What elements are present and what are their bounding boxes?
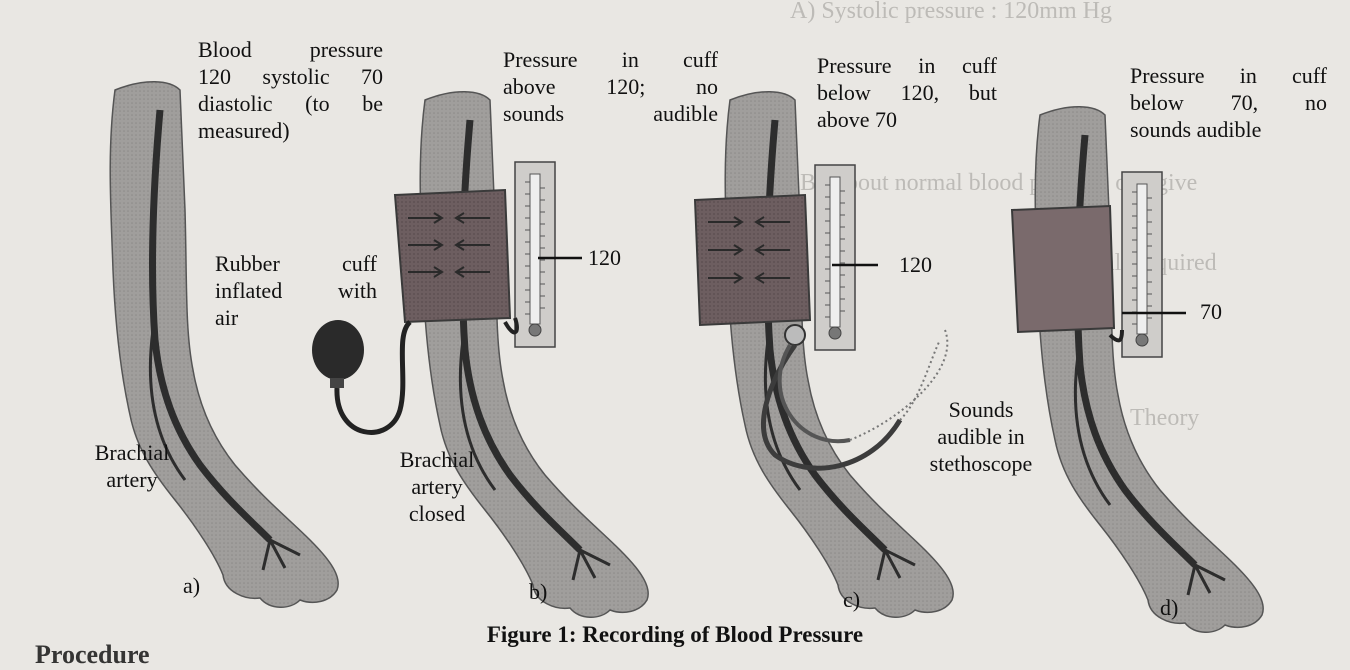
panel-c-title-line: above 70 bbox=[817, 106, 997, 133]
panel-a-letter: a) bbox=[183, 572, 200, 599]
panel-b-title-line: sounds audible bbox=[503, 100, 718, 127]
figure-caption: Figure 1: Recording of Blood Pressure bbox=[0, 622, 1350, 648]
panel-c-gauge-value: 120 bbox=[899, 251, 932, 278]
panel-c-sound-line: stethoscope bbox=[925, 450, 1037, 477]
panel-b-artery-label: Brachial artery closed bbox=[387, 446, 487, 527]
panel-d-letter: d) bbox=[1160, 594, 1178, 621]
panel-d-title-line: Pressure in cuff bbox=[1130, 62, 1327, 89]
sphygmomanometer-gauge-c bbox=[815, 165, 878, 350]
panel-c-title-line: Pressure in cuff bbox=[817, 52, 997, 79]
arm-a bbox=[110, 82, 338, 608]
panel-a-artery-label: Brachial artery bbox=[83, 439, 181, 493]
panel-b-artery-line: closed bbox=[387, 500, 487, 527]
sphygmomanometer-gauge-d bbox=[1110, 172, 1186, 357]
panel-c-title-line: below 120, but bbox=[817, 79, 997, 106]
cuff-d bbox=[1012, 206, 1114, 332]
panel-d-title: Pressure in cuff below 70, no sounds aud… bbox=[1130, 62, 1327, 143]
panel-a-artery-line: artery bbox=[83, 466, 181, 493]
panel-a-title-line: measured) bbox=[198, 117, 383, 144]
panel-c-title: Pressure in cuff below 120, but above 70 bbox=[817, 52, 997, 133]
panel-c-letter: c) bbox=[843, 586, 860, 613]
panel-a-title-line: 120 systolic 70 bbox=[198, 63, 383, 90]
cuff-b bbox=[395, 190, 510, 322]
panel-b-gauge-value: 120 bbox=[588, 244, 621, 271]
panel-a-title-line: Blood pressure bbox=[198, 36, 383, 63]
inflation-bulb bbox=[312, 320, 410, 432]
panel-b-artery-line: Brachial bbox=[387, 446, 487, 473]
panel-d-gauge-value: 70 bbox=[1200, 298, 1222, 325]
panel-c-sound-line: audible in bbox=[925, 423, 1037, 450]
panel-b-letter: b) bbox=[529, 578, 547, 605]
sphygmomanometer-gauge-b bbox=[505, 162, 582, 347]
panel-b-cuff-line: Rubber cuff bbox=[215, 250, 377, 277]
panel-a-title: Blood pressure 120 systolic 70 diastolic… bbox=[198, 36, 383, 144]
panel-d-title-line: below 70, no bbox=[1130, 89, 1327, 116]
panel-b-cuff-line: air bbox=[215, 304, 377, 331]
panel-b-cuff-line: inflated with bbox=[215, 277, 377, 304]
panel-c-sound-label: Sounds audible in stethoscope bbox=[925, 396, 1037, 477]
cuff-c bbox=[695, 195, 810, 325]
panel-c-sound-line: Sounds bbox=[925, 396, 1037, 423]
panel-a-artery-line: Brachial bbox=[83, 439, 181, 466]
panel-a-title-line: diastolic (to be bbox=[198, 90, 383, 117]
panel-b-title-line: above 120; no bbox=[503, 73, 718, 100]
panel-b-artery-line: artery bbox=[387, 473, 487, 500]
panel-b-title: Pressure in cuff above 120; no sounds au… bbox=[503, 46, 718, 127]
panel-d-title-line: sounds audible bbox=[1130, 116, 1327, 143]
panel-b-cuff-label: Rubber cuff inflated with air bbox=[215, 250, 377, 331]
panel-b-title-line: Pressure in cuff bbox=[503, 46, 718, 73]
